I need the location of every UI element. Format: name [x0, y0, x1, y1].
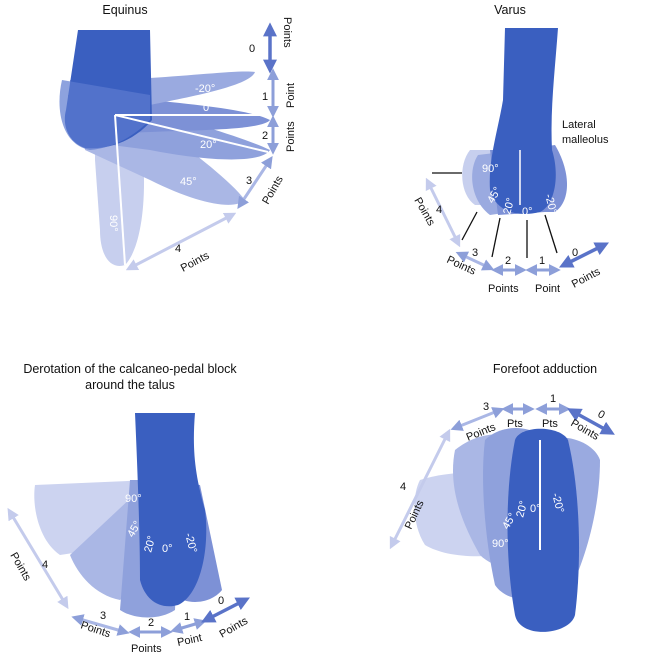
equinus-score-2-num: 2	[262, 130, 268, 142]
derotation-angle-20: 20°	[142, 535, 158, 554]
derotation-score-2-num: 2	[148, 617, 154, 629]
varus-score-0-word: Points	[570, 265, 603, 290]
equinus-arrow-4	[125, 212, 237, 271]
varus-title: Varus	[494, 3, 526, 17]
forefoot-arrow-3	[450, 407, 505, 431]
varus-score-1-num: 1	[539, 255, 545, 267]
varus-panel: Lateral malleolus 90° 45° 20° 0° -20° 4 …	[411, 28, 610, 295]
varus-score-3-num: 3	[472, 247, 478, 259]
equinus-angle-0: 0°	[203, 102, 214, 114]
equinus-score-4-num: 4	[175, 243, 181, 255]
forefoot-score-4-num: 4	[400, 481, 406, 493]
forefoot-sole-0	[507, 428, 580, 632]
derotation-score-0-word: Points	[218, 615, 251, 641]
equinus-angle-20: 20°	[200, 139, 217, 151]
varus-score-1-word: Point	[535, 283, 560, 295]
forefoot-angle-20: 20°	[514, 500, 530, 519]
varus-angle-20: 20°	[501, 197, 517, 216]
forefoot-score-2-word: Pts	[507, 418, 523, 430]
varus-annotation-line2: malleolus	[562, 134, 609, 146]
forefoot-panel: 90° 45° 20° 0° -20° 4 Points 3 Points Pt…	[389, 393, 615, 632]
forefoot-angle-minus20: -20°	[549, 492, 566, 515]
equinus-angle-minus20: -20°	[195, 83, 215, 95]
equinus-angle-90: 90°	[107, 215, 119, 232]
derotation-title: Derotation of the calcaneo-pedal block a…	[0, 361, 260, 393]
varus-angle-minus20: -20°	[542, 193, 559, 216]
varus-score-4-word: Points	[411, 196, 437, 229]
equinus-line-20	[114, 114, 269, 153]
derotation-score-3-num: 3	[100, 610, 106, 622]
varus-tick-20	[491, 217, 501, 258]
derotation-arrow-0	[201, 597, 250, 623]
equinus-score-0-num: 0	[249, 43, 255, 55]
forefoot-score-3-num: 3	[483, 401, 489, 413]
equinus-panel: -20° 0° 20° 45° 90° 0 Points 1 Point 2 P…	[59, 17, 297, 275]
derotation-arrow-4	[7, 507, 69, 610]
varus-tick-minus20	[544, 214, 558, 254]
equinus-score-3-num: 3	[246, 175, 252, 187]
equinus-score-2-word: Points	[285, 121, 297, 152]
derotation-score-1-word: Point	[176, 632, 203, 649]
equinus-score-1-num: 1	[262, 91, 268, 103]
derotation-score-2-word: Points	[131, 643, 162, 655]
equinus-score-3-word: Points	[260, 174, 286, 207]
forefoot-arrow-0	[567, 408, 615, 435]
forefoot-arrow-4	[389, 428, 451, 550]
varus-tick-45	[461, 211, 478, 241]
varus-arrow-3	[455, 251, 495, 271]
varus-score-2-num: 2	[505, 255, 511, 267]
derotation-arrow-1	[170, 618, 207, 634]
varus-leg	[489, 28, 558, 214]
varus-angle-90: 90°	[482, 163, 499, 175]
derotation-title-line1: Derotation of the calcaneo-pedal block	[23, 362, 237, 376]
varus-score-2-word: Points	[488, 283, 519, 295]
forefoot-score-1-num: 1	[550, 393, 556, 405]
forefoot-title: Forefoot adduction	[492, 362, 598, 376]
derotation-score-4-num: 4	[42, 559, 48, 571]
varus-score-4-num: 4	[436, 204, 442, 216]
equinus-arrow-3	[237, 156, 273, 209]
equinus-vertical-line	[114, 114, 126, 266]
derotation-leg	[135, 413, 207, 607]
derotation-angle-0: 0°	[162, 543, 173, 555]
equinus-title: Equinus	[102, 3, 148, 17]
equinus-score-0-word: Points	[281, 17, 293, 48]
forefoot-angle-90: 90°	[492, 538, 509, 550]
derotation-panel: 90° 45° 20° 0° -20° 4 Points 3 Points 2 …	[7, 413, 250, 655]
equinus-angle-45: 45°	[180, 176, 197, 188]
equinus-heel-shadow	[59, 80, 150, 150]
derotation-score-1-num: 1	[184, 611, 190, 623]
varus-annotation-line1: Lateral	[562, 119, 596, 131]
forefoot-angle-0: 0°	[530, 503, 541, 515]
equinus-score-4-word: Points	[179, 249, 212, 274]
derotation-angle-minus20: -20°	[182, 532, 199, 555]
varus-score-0-num: 0	[572, 247, 578, 259]
derotation-arrow-3	[71, 614, 130, 636]
derotation-score-0-num: 0	[218, 595, 224, 607]
derotation-angle-90: 90°	[125, 493, 142, 505]
forefoot-score-0-num: 0	[596, 408, 607, 421]
varus-arrow-4	[425, 177, 461, 248]
equinus-score-1-word: Point	[285, 83, 297, 108]
derotation-score-4-word: Points	[7, 551, 33, 584]
varus-arrow-0	[558, 242, 610, 268]
varus-angle-0: 0°	[522, 206, 533, 218]
derotation-title-line2: around the talus	[85, 378, 175, 392]
forefoot-score-1-word: Pts	[542, 418, 558, 430]
